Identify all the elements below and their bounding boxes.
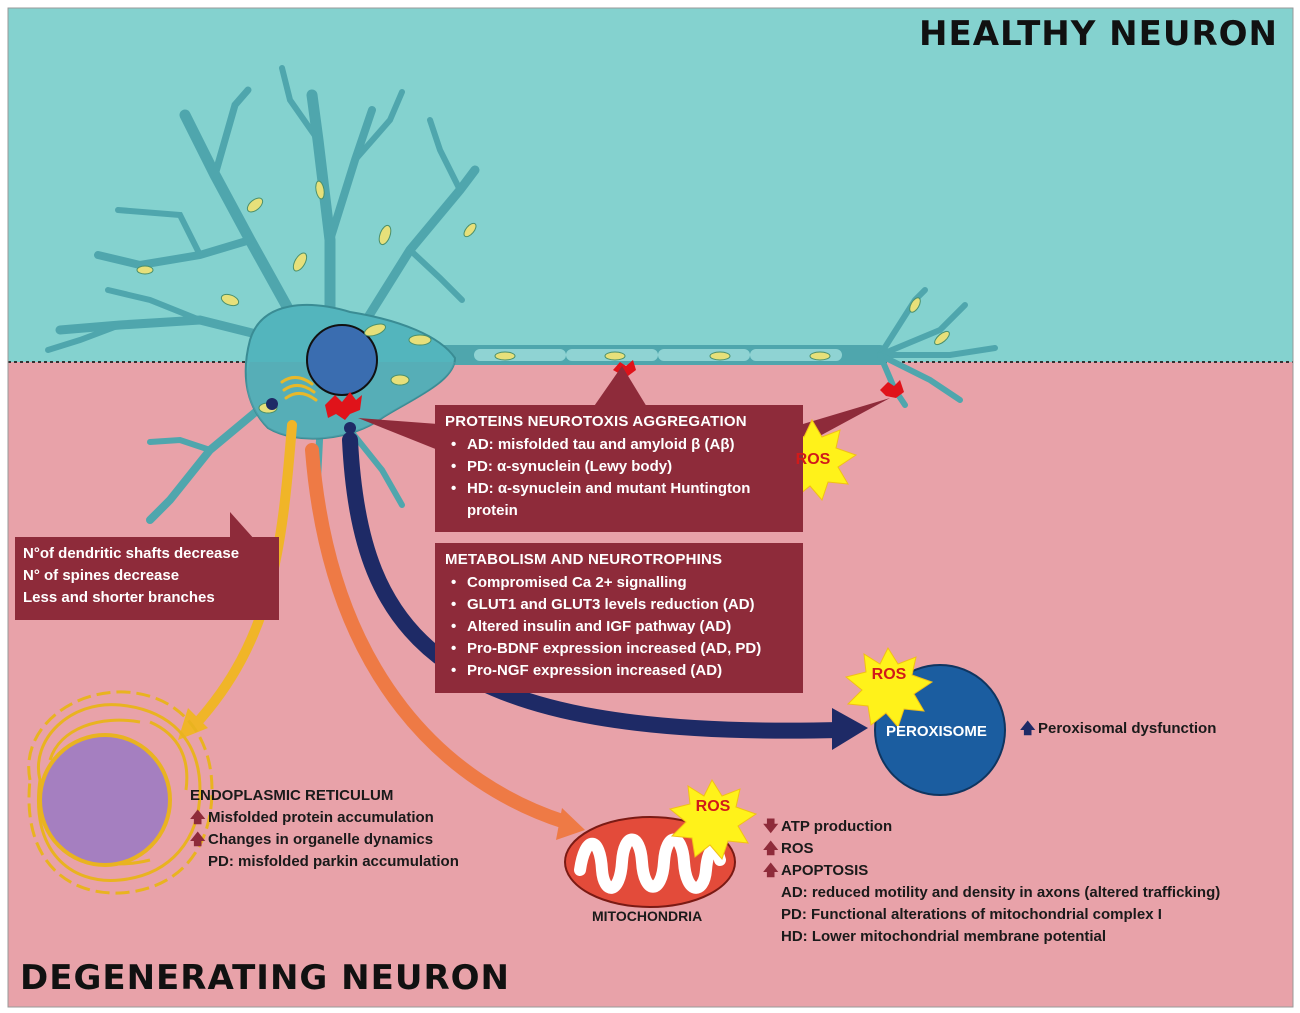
arrow-up-icon: 🡅	[1020, 720, 1036, 737]
ros-label: ROS	[695, 798, 731, 815]
dendrite-box-pointer	[230, 512, 255, 540]
er-item: 🡅Changes in organelle dynamics	[190, 829, 459, 851]
proteins-box-list: AD: misfolded tau and amyloid β (Aβ) PD:…	[445, 434, 793, 500]
metabolism-box-heading: METABOLISM AND NEUROTROPHINS	[445, 551, 723, 568]
orange-arrow-to-mitochondria	[305, 443, 572, 829]
list-item: AD: misfolded tau and amyloid β (Aβ)	[445, 434, 793, 456]
orange-arrow-head	[556, 808, 585, 840]
proteins-box-heading: PROTEINS NEUROTOXIS AGGREGATION	[445, 413, 747, 430]
perox-item: 🡅Peroxisomal dysfunction	[1020, 718, 1216, 740]
arrow-down-icon: 🡇	[763, 818, 779, 835]
list-item: Pro-BDNF expression increased (AD, PD)	[445, 638, 793, 660]
er-item: 🡅Misfolded protein accumulation	[190, 807, 459, 829]
list-item: Compromised Ca 2+ signalling	[445, 572, 793, 594]
ros-burst	[844, 646, 934, 728]
list-item: PD: α-synuclein (Lewy body)	[445, 456, 793, 478]
frame-border	[7, 7, 1294, 1008]
proteins-aggregation-box: PROTEINS NEUROTOXIS AGGREGATION AD: misf…	[435, 405, 803, 532]
er-annotation: ENDOPLASMIC RETICULUM 🡅Misfolded protein…	[190, 785, 459, 873]
list-item: GLUT1 and GLUT3 levels reduction (AD)	[445, 594, 793, 616]
vesicle-dot	[266, 398, 278, 410]
list-item-continuation: protein	[467, 502, 518, 519]
ros-burst	[668, 778, 758, 860]
peroxisome-annotation: 🡅Peroxisomal dysfunction	[1020, 718, 1216, 740]
arrow-up-icon: 🡅	[190, 831, 206, 848]
mito-item: 🡅APOPTOSIS	[763, 860, 1220, 882]
mito-item: 🡇ATP production	[763, 816, 1220, 838]
list-item: Pro-NGF expression increased (AD)	[445, 660, 793, 682]
mito-item: PD: Functional alterations of mitochondr…	[781, 906, 1162, 923]
mitochondria-annotation: 🡇ATP production 🡅ROS 🡅APOPTOSIS AD: redu…	[763, 816, 1220, 948]
endoplasmic-reticulum	[27, 690, 214, 895]
mito-item: AD: reduced motility and density in axon…	[781, 884, 1221, 901]
arrow-up-icon: 🡅	[763, 862, 779, 879]
list-item: Altered insulin and IGF pathway (AD)	[445, 616, 793, 638]
nucleus	[306, 324, 378, 396]
neuron-mitochondria	[136, 180, 950, 414]
healthy-region	[8, 8, 1293, 362]
degenerating-neuron-title: DEGENERATING NEURON	[20, 958, 510, 998]
arrow-up-icon: 🡅	[763, 840, 779, 857]
dendritic-changes-box: N°of dendritic shafts decrease N° of spi…	[15, 537, 279, 620]
proteins-box-pointer-top	[590, 366, 650, 412]
list-item: HD: α-synuclein and mutant Huntington	[445, 478, 793, 500]
er-title: ENDOPLASMIC RETICULUM	[190, 787, 394, 804]
proteins-box-pointer-right	[803, 398, 890, 445]
er-item: PD: misfolded parkin accumulation	[208, 853, 459, 870]
protein-aggregates	[325, 360, 904, 420]
metabolism-neurotrophins-box: METABOLISM AND NEUROTROPHINS Compromised…	[435, 543, 803, 693]
ros-label: ROS	[795, 451, 831, 468]
dendrite-line: N°of dendritic shafts decrease	[23, 545, 240, 562]
dendrite-line: Less and shorter branches	[23, 589, 215, 606]
dendrite-line: N° of spines decrease	[23, 567, 180, 584]
healthy-neuron-title: HEALTHY NEURON	[919, 14, 1278, 54]
golgi-apparatus	[280, 376, 318, 402]
mito-item: HD: Lower mitochondrial membrane potenti…	[781, 928, 1107, 945]
metabolism-box-list: Compromised Ca 2+ signalling GLUT1 and G…	[445, 572, 793, 682]
ros-label: ROS	[871, 666, 907, 683]
navy-arrow-head	[832, 708, 868, 750]
peroxisome-label: PEROXISOME	[886, 723, 987, 740]
arrow-up-icon: 🡅	[190, 809, 206, 826]
mitochondria-label: MITOCHONDRIA	[592, 908, 703, 924]
vesicle-dot	[344, 422, 356, 434]
mito-item: 🡅ROS	[763, 838, 1220, 860]
proteins-box-pointer-left	[358, 418, 438, 450]
